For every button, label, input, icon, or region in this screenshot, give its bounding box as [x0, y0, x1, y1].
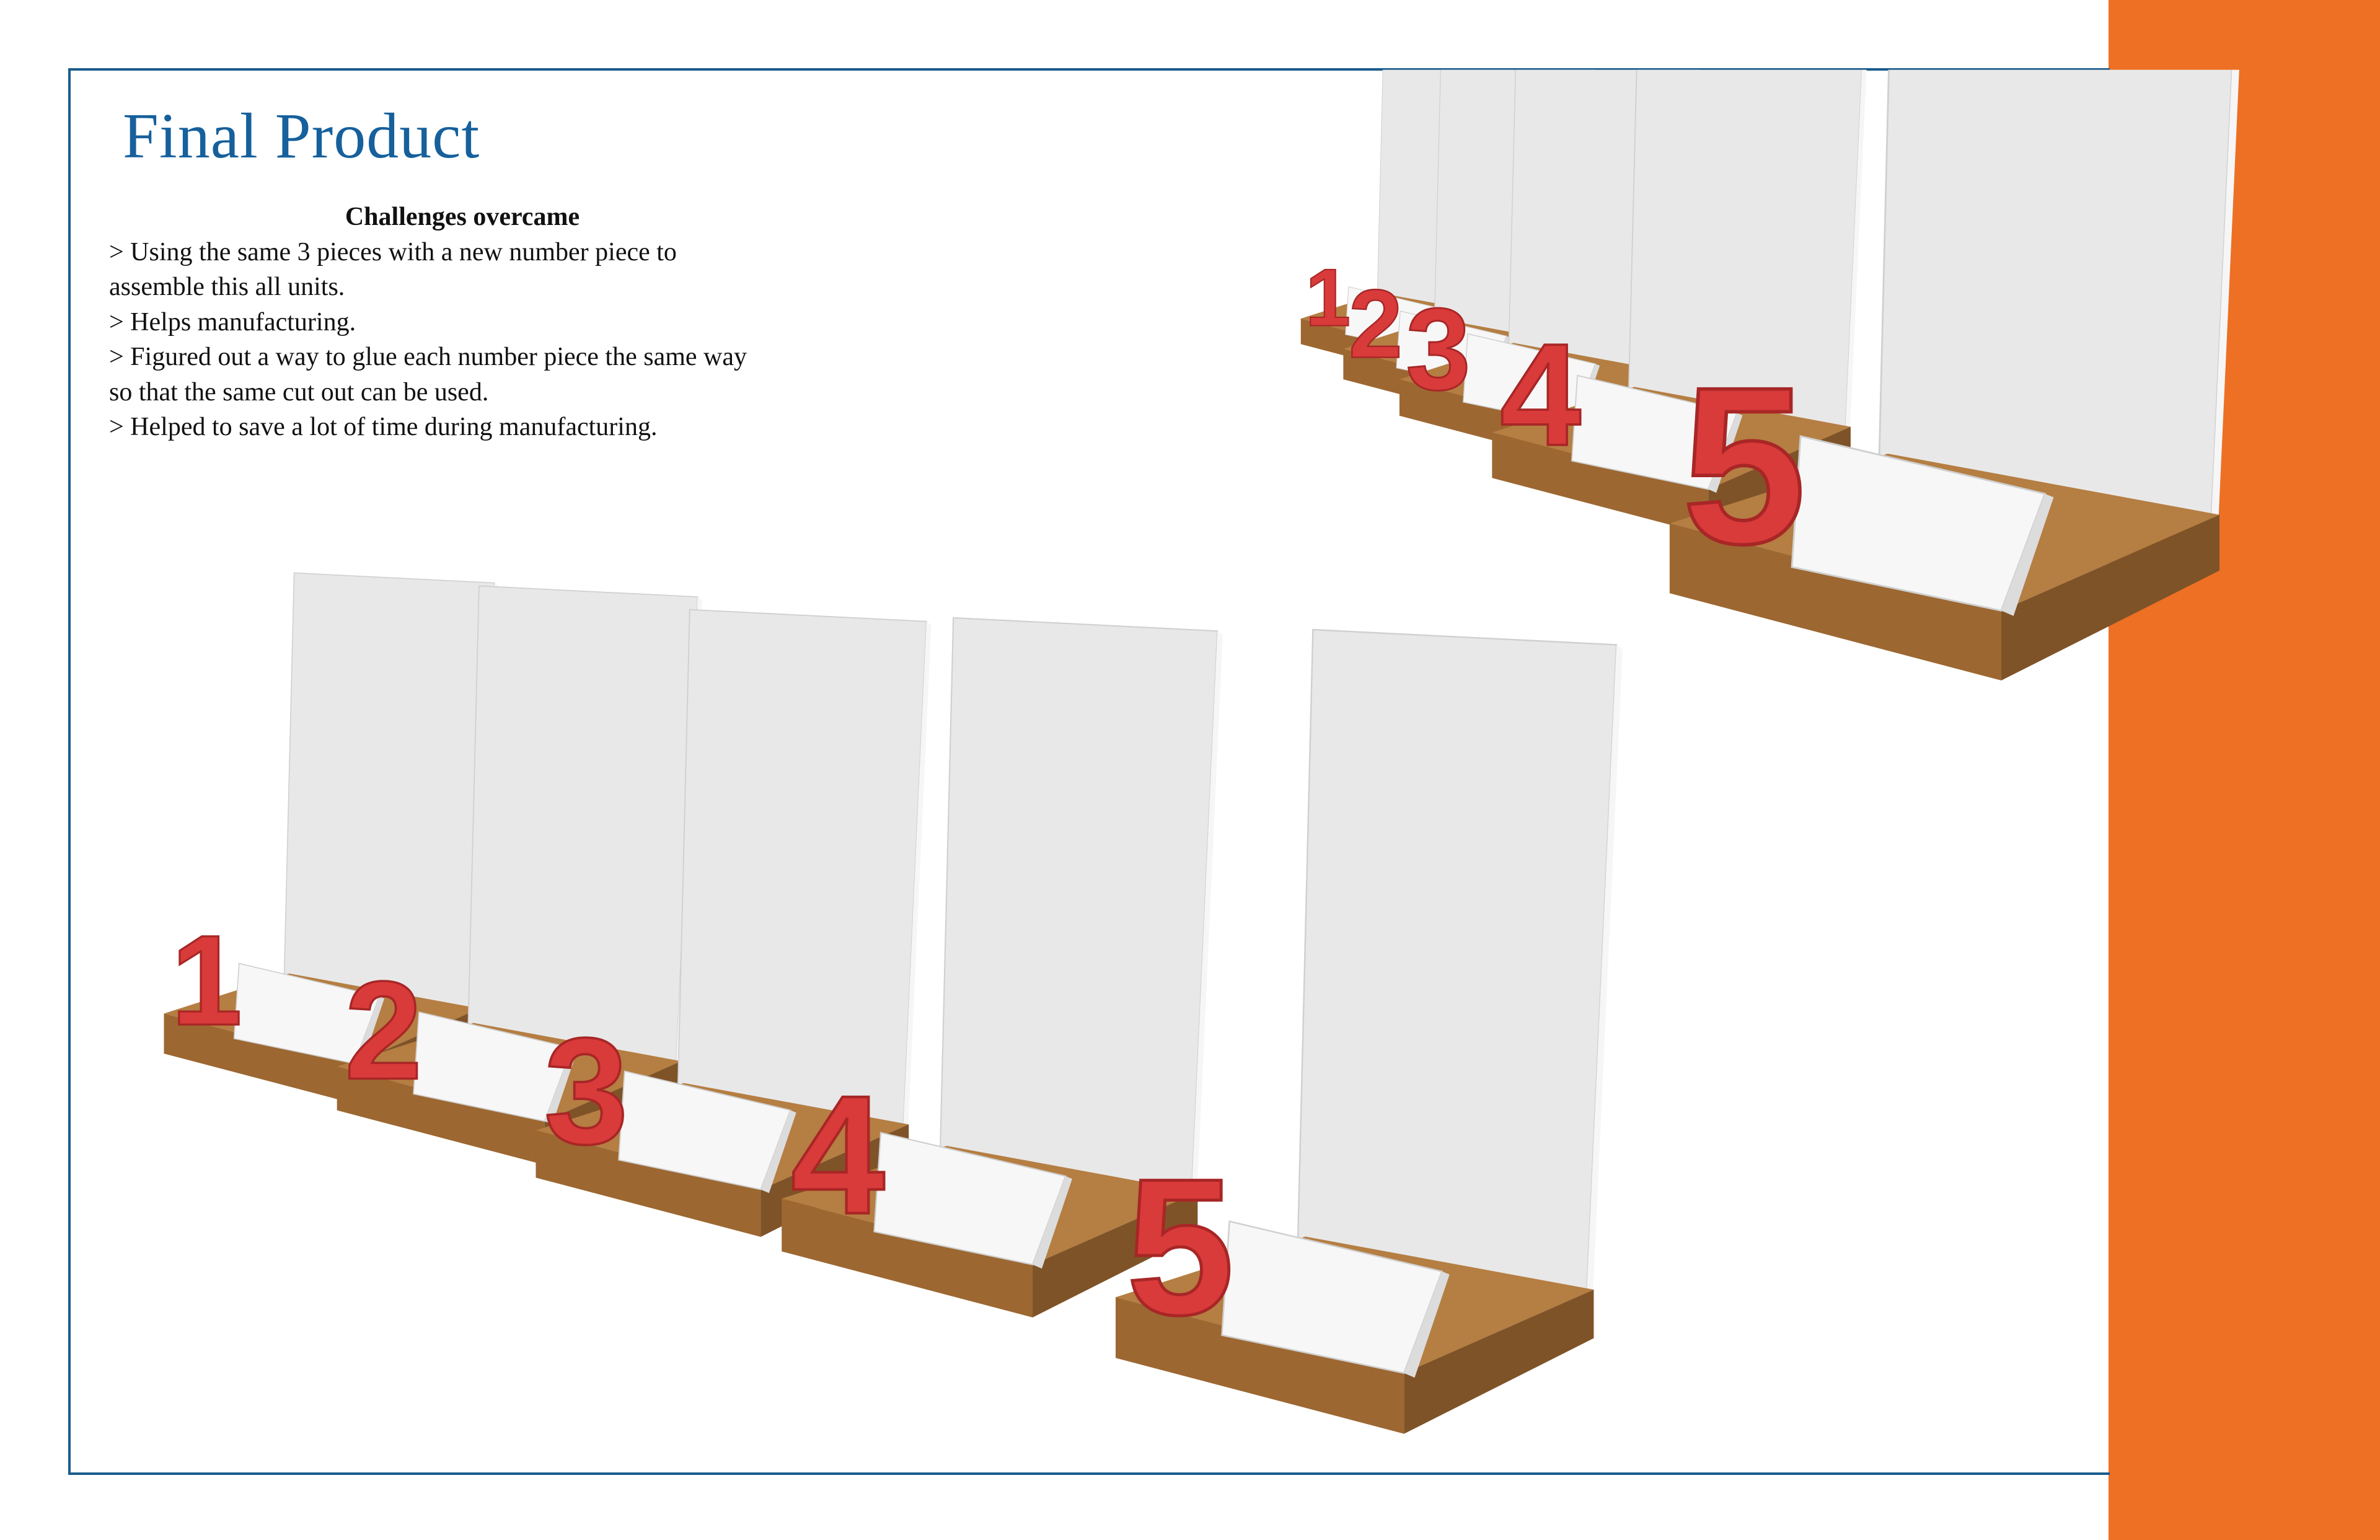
challenges-heading: Challenges overcame: [345, 203, 580, 231]
display-unit-4: 4: [781, 617, 1223, 1318]
unit-number: 1: [171, 909, 242, 1052]
challenge-line: > Helped to save a lot of time during ma…: [109, 413, 658, 441]
challenge-line: so that the same cut out can be used.: [109, 377, 489, 407]
challenge-line: > Helps manufacturing.: [109, 307, 356, 337]
challenge-line: > Using the same 3 pieces with a new num…: [109, 237, 677, 266]
challenge-line: > Figured out a way to glue each number …: [109, 343, 747, 371]
challenges-section: Challenges overcame > Using the same 3 p…: [109, 200, 840, 445]
unit-number: 2: [345, 953, 423, 1109]
display-unit-3: 3: [535, 609, 932, 1238]
unit-number: 3: [1406, 284, 1471, 414]
unit-number: 2: [1349, 270, 1403, 379]
display-unit-3: 3: [1399, 69, 1704, 462]
unit-number: 3: [544, 1006, 628, 1176]
unit-number: 4: [791, 1060, 886, 1249]
unit-number: 5: [1682, 341, 1806, 591]
challenge-line: assemble this all units.: [109, 273, 345, 301]
display-unit-5: 5: [1668, 69, 2254, 682]
display-unit-4: 4: [1491, 69, 1873, 535]
unit-number: 4: [1500, 313, 1581, 476]
display-unit-2: 2: [336, 585, 703, 1166]
display-unit-1: 1: [1300, 69, 1514, 377]
unit-number: 1: [1305, 252, 1351, 343]
page-frame: [68, 68, 2110, 1475]
unit-number: 5: [1126, 1138, 1234, 1355]
display-unit-2: 2: [1342, 69, 1597, 418]
display-unit-5: 5: [1114, 628, 1624, 1435]
page-title: Final Product: [123, 100, 480, 172]
display-unit-1: 1: [163, 572, 500, 1104]
